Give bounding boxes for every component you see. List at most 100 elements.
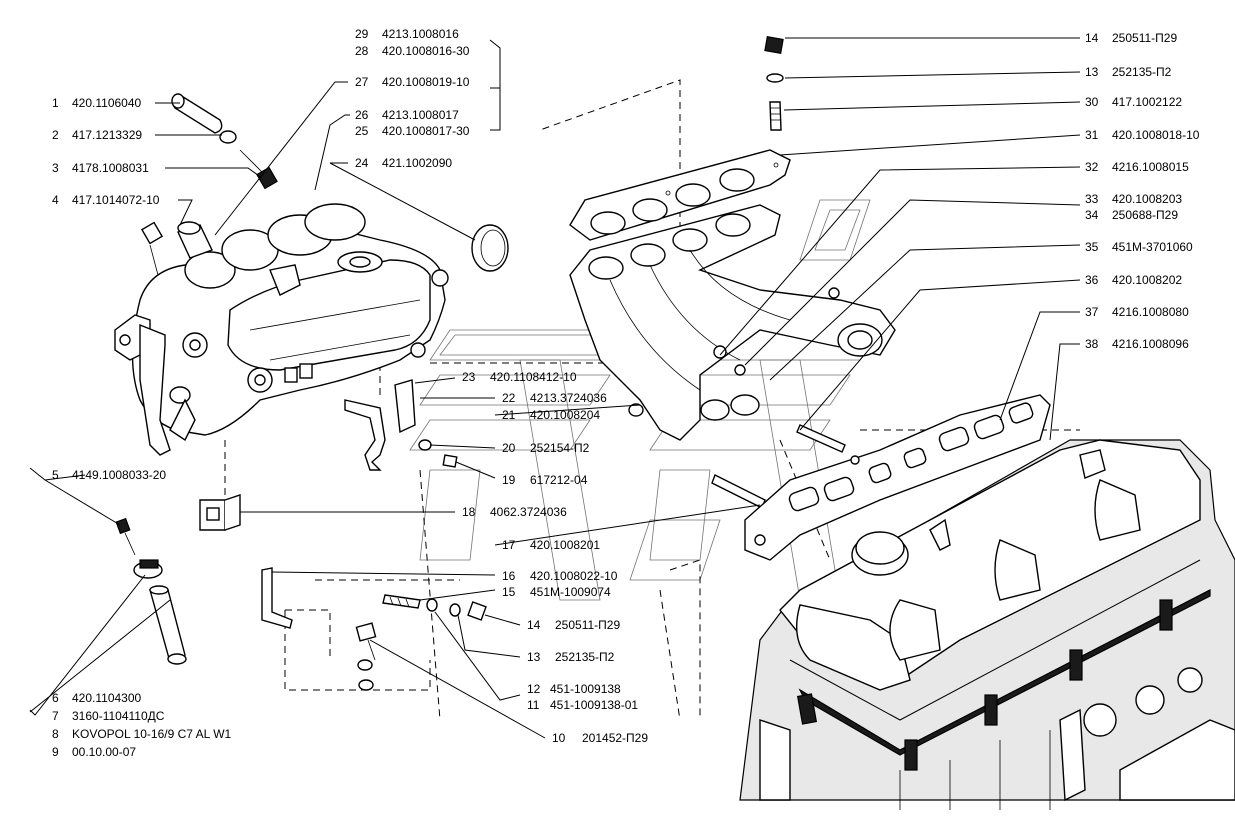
label-num: 28 bbox=[355, 44, 369, 58]
part-18-bracket bbox=[199, 494, 241, 531]
label-code: 420.1008018-10 bbox=[1112, 128, 1200, 142]
label-code: 420.1108412-10 bbox=[490, 370, 577, 384]
label-code: 250511-П29 bbox=[555, 618, 620, 632]
labels-right: 14 250511-П29 13 252135-П2 30 417.100212… bbox=[1085, 31, 1200, 351]
label-code: 420.1008201 bbox=[530, 538, 600, 552]
part-1-tube bbox=[171, 93, 223, 134]
label-code: 420.1008017-30 bbox=[382, 124, 470, 138]
label-num: 36 bbox=[1085, 273, 1099, 287]
label-code: 420.1008202 bbox=[1112, 273, 1182, 287]
label-num: 29 bbox=[355, 27, 369, 41]
label-num: 4 bbox=[52, 193, 59, 207]
part-4-sensor bbox=[140, 221, 164, 276]
label-code: 4213.1008016 bbox=[382, 27, 459, 41]
label-code: 451M-3701060 bbox=[1112, 240, 1193, 254]
part-21-washer bbox=[628, 403, 644, 417]
label-num: 38 bbox=[1085, 337, 1099, 351]
label-num: 34 bbox=[1085, 208, 1099, 222]
label-num: 25 bbox=[355, 124, 369, 138]
label-num: 8 bbox=[52, 727, 59, 741]
washers-bottom bbox=[357, 598, 487, 691]
part-15-stud bbox=[382, 594, 421, 609]
label-num: 24 bbox=[355, 156, 369, 170]
label-code: 451-1009138-01 bbox=[550, 698, 638, 712]
label-num: 15 bbox=[502, 585, 516, 599]
label-code: 3160-1104110ДС bbox=[72, 709, 165, 723]
label-code: KOVOPOL 10-16/9 C7 AL W1 bbox=[72, 727, 232, 741]
labels-top: 29 4213.1008016 28 420.1008016-30 27 420… bbox=[355, 27, 470, 170]
part-17-stud bbox=[711, 474, 766, 509]
label-code: 4149.1008033-20 bbox=[72, 468, 166, 482]
part-36-stud bbox=[796, 424, 846, 453]
label-code: 4178.1008031 bbox=[72, 161, 149, 175]
label-num: 12 bbox=[527, 682, 541, 696]
label-code: 420.1008019-10 bbox=[382, 75, 470, 89]
label-code: 4062.3724036 bbox=[490, 505, 567, 519]
label-code: 420.1106040 bbox=[72, 96, 142, 110]
label-num: 22 bbox=[502, 391, 516, 405]
part-5-fitting bbox=[115, 517, 136, 556]
label-num: 20 bbox=[502, 441, 516, 455]
part-13-washer bbox=[766, 73, 784, 83]
label-code: 451M-1009074 bbox=[530, 585, 611, 599]
label-num: 21 bbox=[502, 408, 516, 422]
label-code: 4216.1008096 bbox=[1112, 337, 1189, 351]
label-num: 31 bbox=[1085, 128, 1099, 142]
label-num: 17 bbox=[502, 538, 516, 552]
labels-middle: 23 420.1108412-10 22 4213.3724036 21 420… bbox=[462, 370, 648, 745]
part-14-nut bbox=[764, 36, 784, 54]
part-24-plug bbox=[471, 224, 509, 272]
label-code: 4216.1008015 bbox=[1112, 160, 1189, 174]
part-30-stud bbox=[769, 101, 782, 131]
label-num: 37 bbox=[1085, 305, 1099, 319]
label-code: 4213.3724036 bbox=[530, 391, 607, 405]
label-code: 617212-04 bbox=[530, 473, 588, 487]
label-code: 250511-П29 bbox=[1112, 31, 1177, 45]
label-num: 13 bbox=[1085, 65, 1099, 79]
label-code: 250688-П29 bbox=[1112, 208, 1178, 222]
label-code: 420.1008203 bbox=[1112, 192, 1182, 206]
part-16-bracket bbox=[261, 567, 293, 629]
label-num: 6 bbox=[52, 691, 59, 705]
label-num: 19 bbox=[502, 473, 516, 487]
label-code: 420.1008022-10 bbox=[530, 569, 618, 583]
engine-cylinder-head bbox=[739, 439, 1235, 810]
label-num: 10 bbox=[552, 731, 566, 745]
label-num: 11 bbox=[527, 698, 540, 712]
leader-lines bbox=[29, 37, 1081, 739]
part-32-exhaust-manifold bbox=[569, 204, 896, 441]
label-code: 252135-П2 bbox=[555, 650, 615, 664]
label-num: 16 bbox=[502, 569, 516, 583]
label-code: 00.10.00-07 bbox=[72, 745, 136, 759]
part-27-nipple bbox=[177, 221, 213, 259]
label-code: 201452-П29 bbox=[582, 731, 648, 745]
label-num: 14 bbox=[1085, 31, 1099, 45]
label-num: 30 bbox=[1085, 95, 1099, 109]
label-num: 1 bbox=[52, 96, 59, 110]
label-num: 27 bbox=[355, 75, 369, 89]
label-num: 13 bbox=[527, 650, 541, 664]
labels-left: 1 420.1106040 2 417.1213329 3 4178.10080… bbox=[52, 96, 232, 759]
label-code: 421.1002090 bbox=[382, 156, 452, 170]
label-code: 417.1213329 bbox=[72, 128, 142, 142]
label-code: 420.1008016-30 bbox=[382, 44, 470, 58]
label-num: 18 bbox=[462, 505, 476, 519]
label-code: 420.1104300 bbox=[72, 691, 142, 705]
label-num: 14 bbox=[527, 618, 541, 632]
part-6-hose bbox=[149, 585, 187, 665]
label-num: 26 bbox=[355, 108, 369, 122]
label-code: 252154-П2 bbox=[530, 441, 590, 455]
label-num: 5 bbox=[52, 468, 59, 482]
label-code: 417.1002122 bbox=[1112, 95, 1182, 109]
label-num: 33 bbox=[1085, 192, 1099, 206]
part-10-bolt bbox=[355, 622, 377, 661]
label-num: 23 bbox=[462, 370, 476, 384]
label-code: 420.1008204 bbox=[530, 408, 600, 422]
intake-manifold-left bbox=[114, 203, 449, 456]
part-31-gasket-top bbox=[569, 149, 791, 241]
label-code: 4216.1008080 bbox=[1112, 305, 1189, 319]
label-code: 417.1014072-10 bbox=[72, 193, 160, 207]
part-3-fitting bbox=[239, 149, 278, 190]
label-num: 2 bbox=[52, 128, 59, 142]
